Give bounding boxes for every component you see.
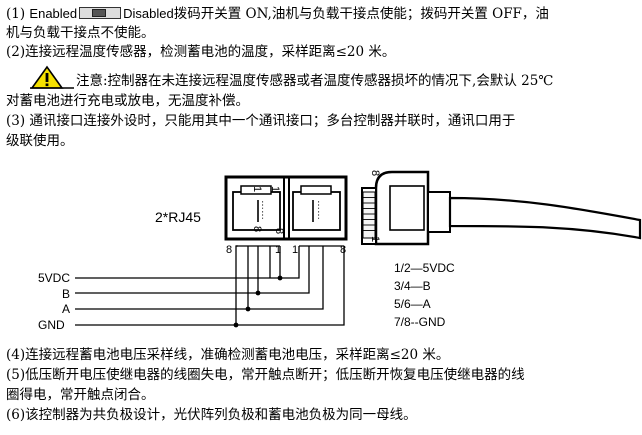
paragraph-5-line-1: (5)低压断开电压使继电器的线圈失电，常开触点断开；低压断开恢复电压使继电器的线	[6, 367, 525, 383]
right-pin-8: 8	[273, 228, 285, 234]
paragraph-1-line-1: (1) Enabled Disabled拨码开关置 ON,油机与负载干接点使能；拨…	[6, 4, 549, 24]
pinout-a: 5/6—A	[394, 297, 431, 311]
paragraph-4: (4)连接远程蓄电池电压采样线，准确检测蓄电池电压，采样距离≤20 米。	[6, 347, 450, 363]
plug-pin-8: 8	[369, 170, 381, 176]
signal-b-label: B	[62, 287, 70, 301]
note-line-2: 对蓄电池进行充电或放电，无温度补偿。	[6, 93, 249, 109]
bottom-pin-1-left: 1	[275, 244, 281, 256]
signal-gnd-label: GND	[38, 318, 65, 332]
left-pin-dots: ……	[259, 200, 270, 220]
bottom-pin-8-left: 8	[226, 244, 232, 256]
warning-icon	[30, 65, 74, 89]
left-pin-8: 8	[251, 226, 263, 232]
signal-a-label: A	[62, 302, 70, 316]
signal-5vdc-label: 5VDC	[38, 271, 70, 285]
paragraph-3-line-2: 级联使用。	[6, 133, 74, 149]
rj45-connector: 1 8 …… 1 8 ……	[224, 175, 348, 241]
dip-switch-icon	[79, 7, 122, 19]
rj45-plug: 8 1	[361, 170, 451, 246]
paragraph-1-text: 拨码开关置 ON,油机与负载干接点使能；拨码开关置 OFF，油	[173, 6, 549, 22]
note-line-1: 注意:控制器在未连接远程温度传感器或者温度传感器损坏的情况下,会默认 25℃	[76, 73, 554, 89]
bottom-pin-8-right: 8	[340, 244, 346, 256]
right-pin-1: 1	[269, 186, 281, 192]
paragraph-3-line-1: (3) 通讯接口连接外设时，只能用其中一个通讯接口；多台控制器并联时，通讯口用于	[6, 113, 516, 129]
signal-wires	[75, 245, 345, 326]
enabled-label: Enabled	[29, 6, 78, 21]
plug-pin-1: 1	[369, 236, 381, 242]
rj45-label: 2*RJ45	[155, 209, 201, 225]
left-pin-1: 1	[251, 186, 263, 192]
pinout-gnd: 7/8--GND	[394, 315, 446, 329]
wire-junctions	[233, 275, 283, 328]
wiring-diagram: 2*RJ45 1 8 …… 1 8 …… 8 1 1 8 5VDC B A GN…	[38, 170, 642, 332]
cable	[448, 196, 642, 240]
pinout-5vdc: 1/2—5VDC	[394, 261, 455, 275]
paragraph-6: (6)该控制器为共负极设计，光伏阵列负极和蓄电池负极为同一母线。	[6, 407, 417, 423]
paragraph-2: (2)连接远程温度传感器，检测蓄电池的温度，采样距离≤20 米。	[6, 44, 396, 60]
item-number: (1)	[6, 6, 30, 22]
pinout-b: 3/4—B	[394, 279, 431, 293]
paragraph-1-line-2: 机与负载干接点不使能。	[6, 25, 155, 41]
right-pin-dots: ……	[315, 200, 326, 220]
disabled-label: Disabled	[123, 6, 174, 21]
bottom-pin-1-right: 1	[292, 244, 298, 256]
paragraph-5-line-2: 圈得电，常开触点闭合。	[6, 387, 155, 403]
